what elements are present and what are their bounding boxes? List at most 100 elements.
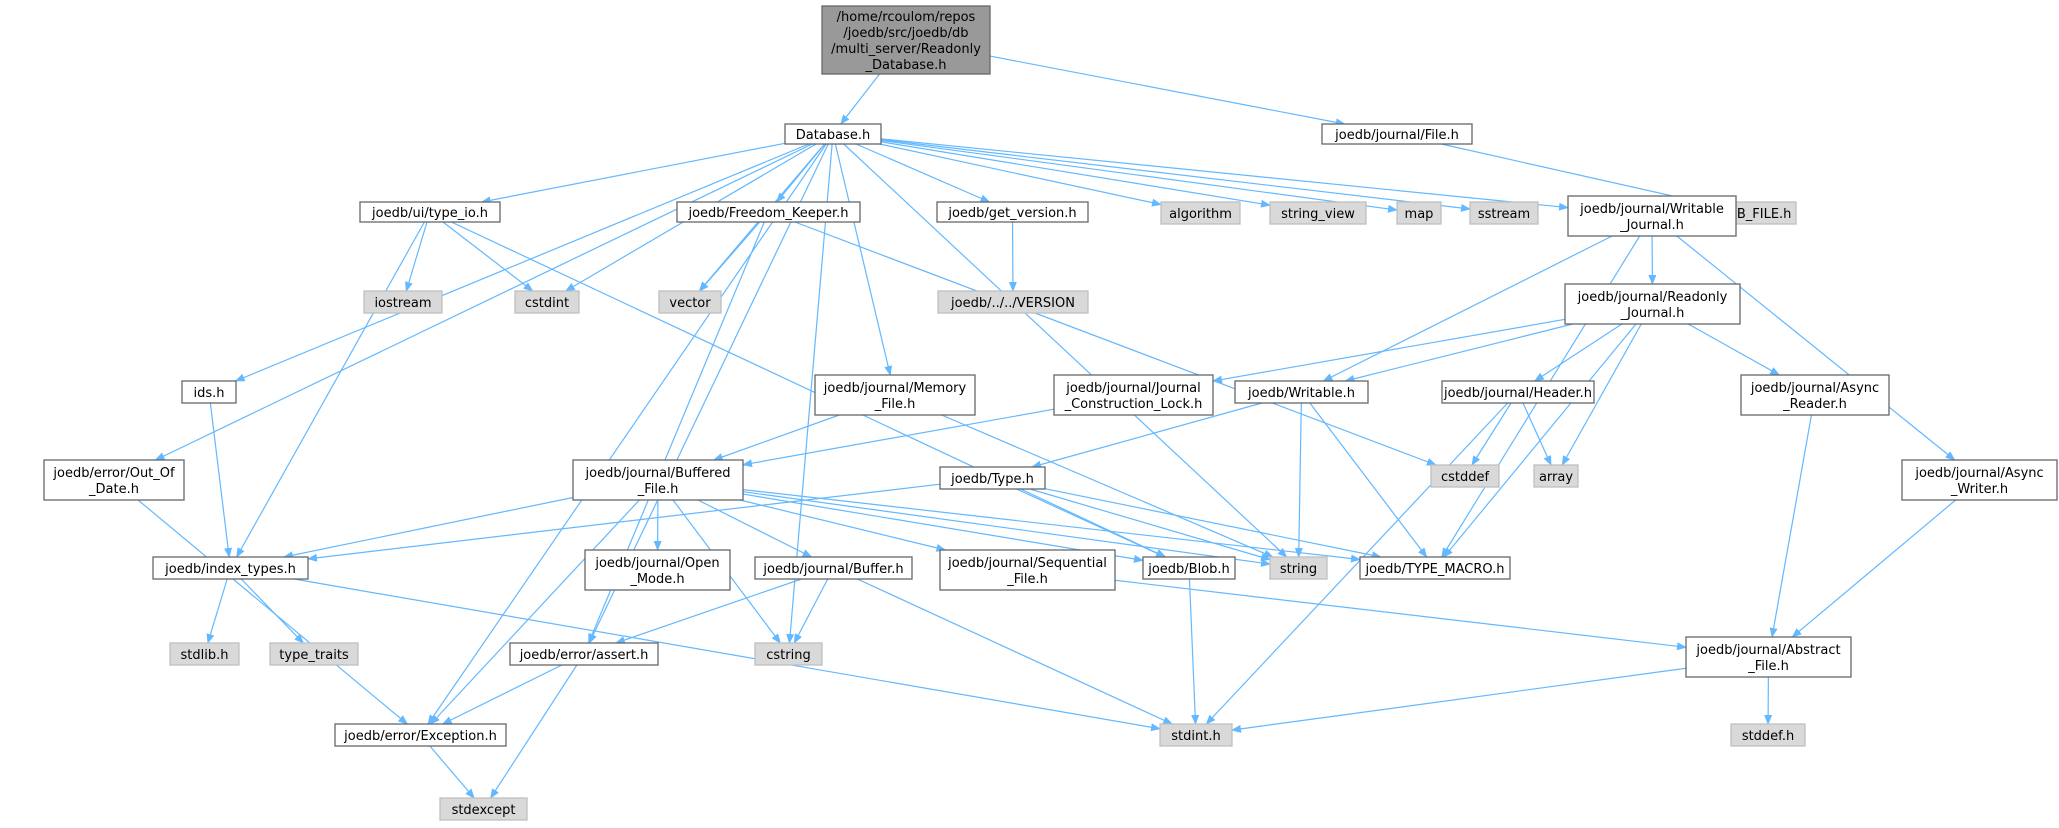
node-get_version[interactable]: joedb/get_version.h [936, 201, 1089, 223]
node-string: string [1269, 556, 1328, 580]
node-label: cstddef [1441, 470, 1490, 485]
edge-ids-to-index_types [209, 402, 233, 558]
node-header[interactable]: joedb/journal/Header.h [1441, 380, 1595, 404]
node-label: /joedb/src/joedb/db [843, 26, 968, 41]
node-label: joedb/TYPE_MACRO.h [1365, 562, 1505, 577]
edge-type_io-to-iostream [405, 221, 428, 292]
edge-buffer-to-stdint [857, 578, 1174, 725]
node-stdlib: stdlib.h [169, 642, 240, 666]
edge-buffered_file-to-string [742, 491, 1271, 567]
node-sequential_file[interactable]: joedb/journal/Sequential_File.h [939, 549, 1116, 591]
edge-writable-to-type_macro [1309, 402, 1428, 558]
node-label: _File.h [1747, 659, 1789, 674]
node-label: joedb/error/Exception.h [343, 729, 497, 744]
node-label: cstring [766, 648, 810, 663]
node-algorithm: algorithm [1160, 201, 1241, 225]
edge-abstract_file-to-stdint [1231, 667, 1687, 733]
node-label: joedb/error/assert.h [519, 648, 649, 663]
node-label: joedb/journal/Header.h [1443, 386, 1592, 401]
node-readonly_journal[interactable]: joedb/journal/Readonly_Journal.h [1564, 283, 1741, 325]
edge-readonly_journal-to-async_reader [1687, 323, 1781, 376]
node-stdint: stdint.h [1159, 723, 1233, 747]
node-open_mode[interactable]: joedb/journal/Open_Mode.h [584, 549, 731, 591]
node-async_reader[interactable]: joedb/journal/Async_Reader.h [1740, 374, 1890, 416]
node-label: /multi_server/Readonly [831, 42, 981, 57]
node-label: stdexcept [452, 803, 516, 818]
node-memory_file[interactable]: joedb/journal/Memory_File.h [814, 374, 976, 416]
node-label: sstream [1478, 207, 1530, 222]
node-label: joedb/Blob.h [1147, 562, 1230, 577]
node-async_writer[interactable]: joedb/journal/Async_Writer.h [1901, 459, 2058, 501]
node-out_of_date[interactable]: joedb/error/Out_Of_Date.h [43, 459, 185, 501]
edge-database-to-out_of_date [154, 143, 813, 461]
edge-assert-to-exception [441, 664, 563, 725]
edge-buffered_file-to-blob [742, 493, 1144, 563]
node-box [359, 201, 501, 223]
edge-index_types-to-stdlib [206, 578, 228, 644]
node-label: joedb/journal/Buffer.h [762, 562, 903, 577]
node-label: joedb/journal/Open [594, 556, 719, 571]
node-box [1396, 201, 1442, 225]
edge-async_writer-to-abstract_file [1791, 499, 1957, 638]
node-exception[interactable]: joedb/error/Exception.h [334, 723, 507, 747]
node-box [269, 642, 359, 666]
node-label: vector [669, 296, 711, 311]
node-label: joedb/ui/type_io.h [371, 206, 488, 221]
edge-database-to-sstream [880, 139, 1471, 212]
node-writable_journal[interactable]: joedb/journal/Writable_Journal.h [1567, 195, 1737, 237]
node-box [1469, 201, 1539, 225]
node-construction_lock[interactable]: joedb/journal/Journal_Construction_Lock.… [1053, 374, 1214, 416]
node-type_io[interactable]: joedb/ui/type_io.h [359, 201, 501, 223]
node-box [334, 723, 507, 747]
node-box [1730, 723, 1806, 747]
node-label: joedb/journal/Journal [1065, 381, 1201, 396]
edge-buffered_file-to-index_types [282, 496, 574, 560]
node-box [181, 380, 237, 404]
node-label: stdlib.h [181, 648, 229, 663]
node-label: array [1539, 470, 1573, 485]
node-database[interactable]: Database.h [784, 123, 882, 145]
node-buffered_file[interactable]: joedb/journal/Buffered_File.h [572, 459, 744, 501]
edge-buffered_file-to-exception [430, 499, 640, 725]
node-buffer[interactable]: joedb/journal/Buffer.h [754, 556, 913, 580]
node-sstream: sstream [1469, 201, 1539, 225]
node-abstract_file[interactable]: joedb/journal/Abstract_File.h [1685, 636, 1852, 678]
node-box [1321, 123, 1473, 145]
edge-readonly_journal-to-construction_lock [1212, 318, 1566, 384]
node-box [1533, 464, 1579, 488]
node-freedom_keeper[interactable]: joedb/Freedom_Keeper.h [676, 201, 861, 223]
node-box [784, 123, 882, 145]
node-type[interactable]: joedb/Type.h [939, 466, 1046, 490]
node-version: joedb/../../VERSION [937, 290, 1089, 314]
node-label: joedb/journal/Async [1750, 381, 1879, 396]
edge-type_io-to-cstdint [442, 221, 534, 292]
edge-buffer-to-cstring [793, 578, 829, 644]
nodes-layer: /home/rcoulom/repos/joedb/src/joedb/db/m… [43, 5, 2058, 821]
edge-freedom_keeper-to-vector [698, 221, 761, 292]
node-string_view: string_view [1269, 201, 1367, 225]
edge-buffered_file-to-sequential_file [739, 499, 947, 552]
edge-buffered_file-to-buffer [697, 499, 813, 558]
node-label: string [1280, 562, 1317, 577]
node-label: iostream [374, 296, 431, 311]
node-index_types[interactable]: joedb/index_types.h [152, 556, 309, 580]
node-label: stddef.h [1742, 729, 1794, 744]
edge-readonly_journal-to-writable [1344, 323, 1573, 383]
node-label: joedb/get_version.h [947, 206, 1076, 221]
node-blob[interactable]: joedb/Blob.h [1142, 556, 1236, 580]
node-label: joedb/journal/Readonly [1577, 290, 1728, 305]
node-label: _File.h [1006, 572, 1048, 587]
node-box [1234, 380, 1369, 404]
node-writable[interactable]: joedb/Writable.h [1234, 380, 1369, 404]
edge-memory_file-to-buffered_file [712, 414, 840, 461]
node-ids[interactable]: ids.h [181, 380, 237, 404]
node-box [676, 201, 861, 223]
node-assert[interactable]: joedb/error/assert.h [509, 642, 659, 666]
node-journal_file[interactable]: joedb/journal/File.h [1321, 123, 1473, 145]
node-array: array [1533, 464, 1579, 488]
node-label: cstdint [525, 296, 569, 311]
node-type_macro[interactable]: joedb/TYPE_MACRO.h [1359, 556, 1511, 580]
edge-writable_journal-to-writable [1322, 235, 1613, 382]
node-label: joedb/error/Out_Of [52, 466, 175, 481]
